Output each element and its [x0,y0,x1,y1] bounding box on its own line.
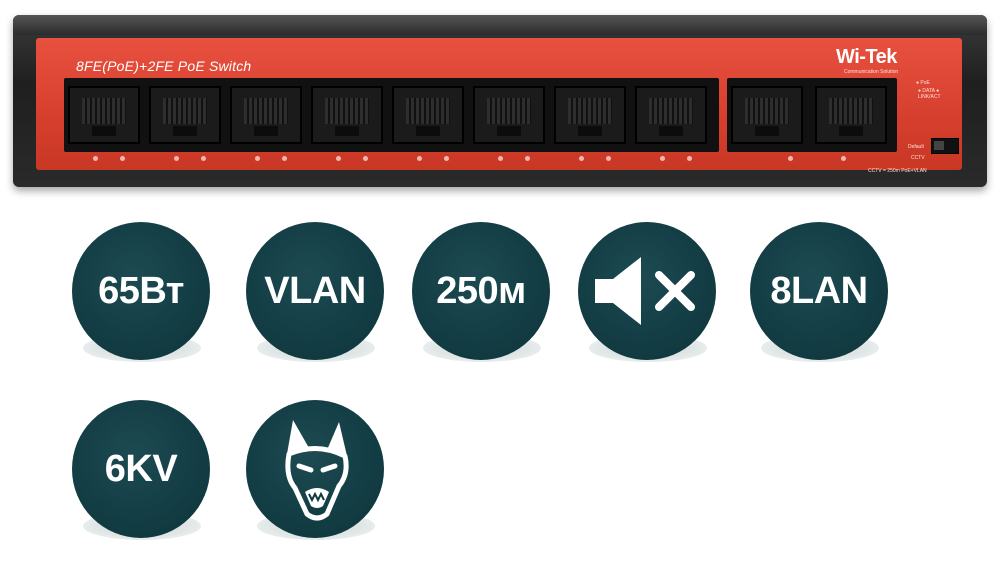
uplink-port-block [727,78,897,152]
uplink-port-2 [815,86,887,144]
switch-top-rim [13,15,987,35]
badge-power: 65Вт [72,222,210,372]
uplink-port-1 [731,86,803,144]
badge-guard [246,400,384,550]
led-legend-data: ● DATA ● LINK/ACT [918,88,941,100]
led [444,156,449,161]
led [579,156,584,161]
badge-circle: 6KV [72,400,210,538]
led [841,156,846,161]
badge-circle: 8LAN [750,222,888,360]
port-leds [336,156,368,161]
mode-note: CCTV = 250m PoE+VLAN [868,168,927,174]
poe-switch-device: 8FE(PoE)+2FE PoE Switch Wi-Tek Communica… [13,15,987,187]
brand-tagline: Communication Solution [844,69,899,75]
led [606,156,611,161]
rj45-port-3 [230,86,302,144]
badge-label: 6KV [104,447,178,490]
rj45-port-8 [635,86,707,144]
port-leds [417,156,449,161]
led-legend-poe: ● PoE [916,80,930,86]
port-leds [255,156,287,161]
rj45-port-5 [392,86,464,144]
led [255,156,260,161]
badge-silent [578,222,716,372]
port-leds [660,156,692,161]
dip-cctv-label: CCTV [911,155,925,161]
badge-circle [578,222,716,360]
model-label: 8FE(PoE)+2FE PoE Switch [76,58,252,74]
port-leds [579,156,611,161]
front-panel: 8FE(PoE)+2FE PoE Switch Wi-Tek Communica… [36,38,962,174]
rj45-port-7 [554,86,626,144]
led [417,156,422,161]
port-leds [498,156,530,161]
led [336,156,341,161]
led [174,156,179,161]
badge-lan: 8LAN [750,222,888,372]
rj45-port-2 [149,86,221,144]
badge-circle: 250м [412,222,550,360]
mute-speaker-icon [595,257,695,325]
led [201,156,206,161]
badge-label: VLAN [264,269,366,312]
led [525,156,530,161]
led [788,156,793,161]
port-leds [174,156,206,161]
badge-circle: 65Вт [72,222,210,360]
port-leds [841,156,846,161]
led [282,156,287,161]
badge-label: 8LAN [770,269,868,312]
badge-surge: 6KV [72,400,210,550]
led [498,156,503,161]
badge-vlan: VLAN [246,222,384,372]
led [93,156,98,161]
badge-distance: 250м [412,222,550,372]
led [363,156,368,161]
led [687,156,692,161]
lan-port-block [64,78,719,152]
badge-label: 65Вт [98,269,184,312]
port-leds [788,156,793,161]
rj45-port-4 [311,86,383,144]
mode-dip-switch[interactable] [931,138,959,154]
port-leds [93,156,125,161]
rj45-port-1 [68,86,140,144]
badge-circle: VLAN [246,222,384,360]
led [660,156,665,161]
rj45-port-6 [473,86,545,144]
badge-circle [246,400,384,538]
led [120,156,125,161]
brand-logo: Wi-Tek [836,46,897,68]
dip-default-label: Default [908,144,924,150]
badge-label: 250м [436,269,526,312]
guard-dog-icon [285,420,349,521]
